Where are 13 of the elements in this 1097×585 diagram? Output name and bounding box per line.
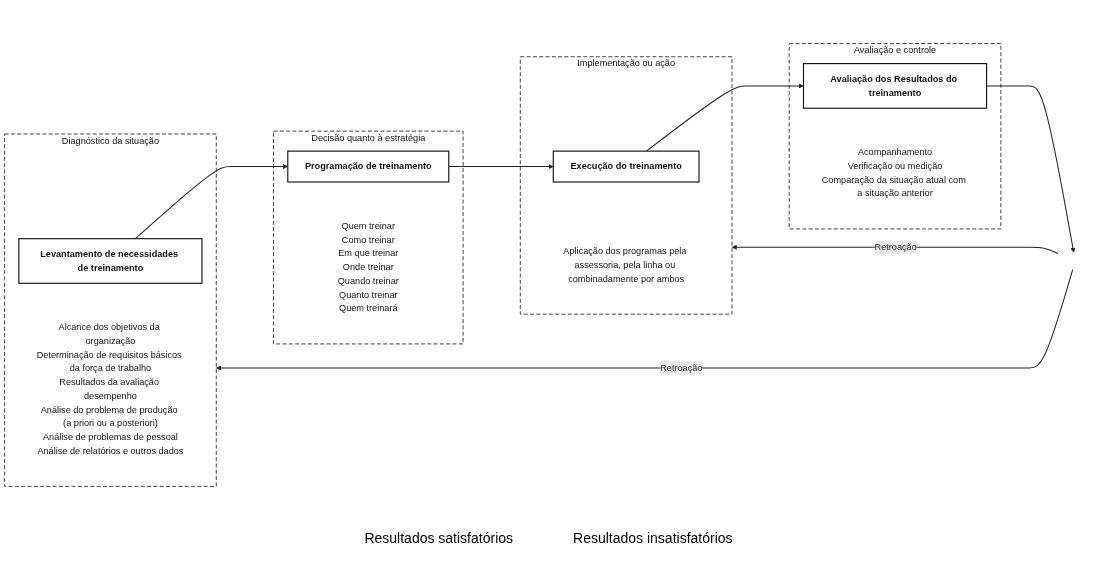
- edge-label: Retroação: [874, 242, 917, 252]
- arrow: [216, 269, 1074, 371]
- note-text: Resultados satisfatórios: [364, 530, 514, 546]
- arrow: [448, 164, 554, 170]
- note-text: Resultados insatisfatórios: [573, 530, 733, 546]
- node-box: Execução do treinamento: [552, 150, 700, 183]
- node-box: Avaliação dos Resultados do treinamento: [802, 63, 988, 109]
- node-box: Programação de treinamento: [287, 150, 450, 183]
- arrow: [645, 83, 804, 152]
- arrow: [134, 164, 288, 240]
- node-box: Levantamento de necessidades de treinamento: [18, 238, 203, 284]
- arrow: [986, 85, 1076, 253]
- edge-label: Retroação: [660, 362, 703, 373]
